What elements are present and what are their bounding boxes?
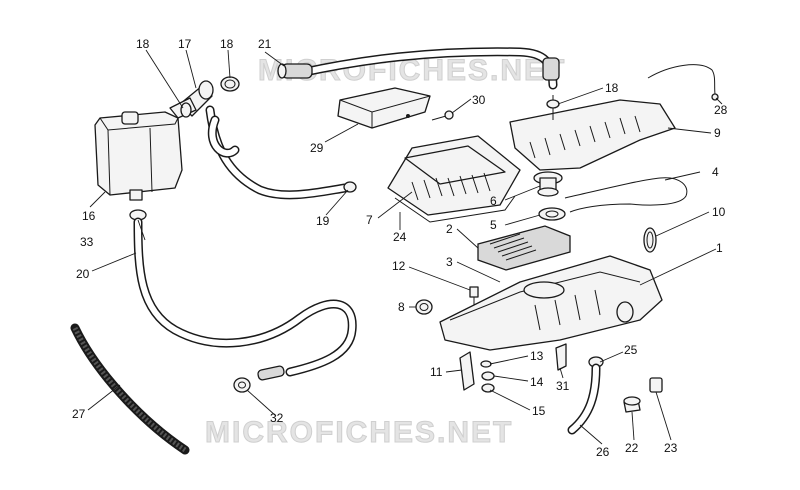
callout-23: 23 <box>664 441 678 455</box>
callout-28: 28 <box>714 103 728 117</box>
callout-18-b: 18 <box>220 37 234 51</box>
callout-26: 26 <box>596 445 610 459</box>
callout-24: 24 <box>393 230 407 244</box>
air-box-1 <box>439 255 663 351</box>
fitting-6 <box>533 171 563 197</box>
callout-11: 11 <box>430 365 443 379</box>
callout-12: 12 <box>392 259 406 273</box>
screw-12 <box>469 286 479 305</box>
callout-13: 13 <box>530 349 544 363</box>
bracket-11 <box>459 351 475 391</box>
callout-18-c: 18 <box>605 81 619 95</box>
filter-element-2 <box>477 225 571 271</box>
callout-32: 32 <box>270 411 284 425</box>
callout-27: 27 <box>72 407 86 421</box>
cable-28 <box>647 64 719 101</box>
oil-reservoir-16 <box>94 111 183 201</box>
hose-20 <box>129 209 357 381</box>
callout-7: 7 <box>366 213 373 227</box>
callout-14: 14 <box>530 375 544 389</box>
callout-29: 29 <box>310 141 324 155</box>
ring-10 <box>643 227 657 253</box>
gasket-4 <box>564 177 688 213</box>
callout-30: 30 <box>472 93 486 107</box>
watermark-bottom: MICROFICHES.NET <box>205 416 513 449</box>
screw-30 <box>431 110 454 121</box>
callout-33: 33 <box>80 235 94 249</box>
callout-21: 21 <box>258 37 272 51</box>
callout-20: 20 <box>76 267 90 281</box>
callout-31: 31 <box>556 379 570 393</box>
washer-13 <box>480 360 492 368</box>
callout-16: 16 <box>82 209 96 223</box>
callout-3: 3 <box>446 255 453 269</box>
callout-9: 9 <box>714 126 721 140</box>
braided-hose-27 <box>70 323 190 455</box>
callout-17: 17 <box>178 37 192 51</box>
o-ring-8 <box>415 299 433 315</box>
hose-26 <box>567 356 604 435</box>
callout-8: 8 <box>398 300 405 314</box>
callout-2: 2 <box>446 222 453 236</box>
callout-1: 1 <box>716 241 723 255</box>
clip-31 <box>555 343 567 371</box>
callout-5: 5 <box>490 218 497 232</box>
callout-4: 4 <box>712 165 719 179</box>
cap-23 <box>649 377 663 393</box>
callout-19: 19 <box>316 214 330 228</box>
fitting-5 <box>538 207 566 221</box>
leader-lines <box>87 49 723 445</box>
cap-22 <box>623 396 641 413</box>
filter-cover-7 <box>387 135 521 223</box>
callouts: 1 2 3 4 5 6 7 8 9 10 11 12 13 14 15 16 1… <box>72 37 728 459</box>
callout-6: 6 <box>490 194 497 208</box>
cover-29 <box>337 87 431 129</box>
hose-19 <box>205 105 357 200</box>
top-plate-9 <box>509 99 676 171</box>
washer-14 <box>481 371 495 381</box>
callout-22: 22 <box>625 441 639 455</box>
clamp-18-a <box>220 76 240 92</box>
breather-hose-21 <box>277 47 560 90</box>
callout-25: 25 <box>624 343 638 357</box>
callout-10: 10 <box>712 205 726 219</box>
callout-18-a: 18 <box>136 37 150 51</box>
nut-32 <box>233 377 251 393</box>
callout-15: 15 <box>532 404 546 418</box>
